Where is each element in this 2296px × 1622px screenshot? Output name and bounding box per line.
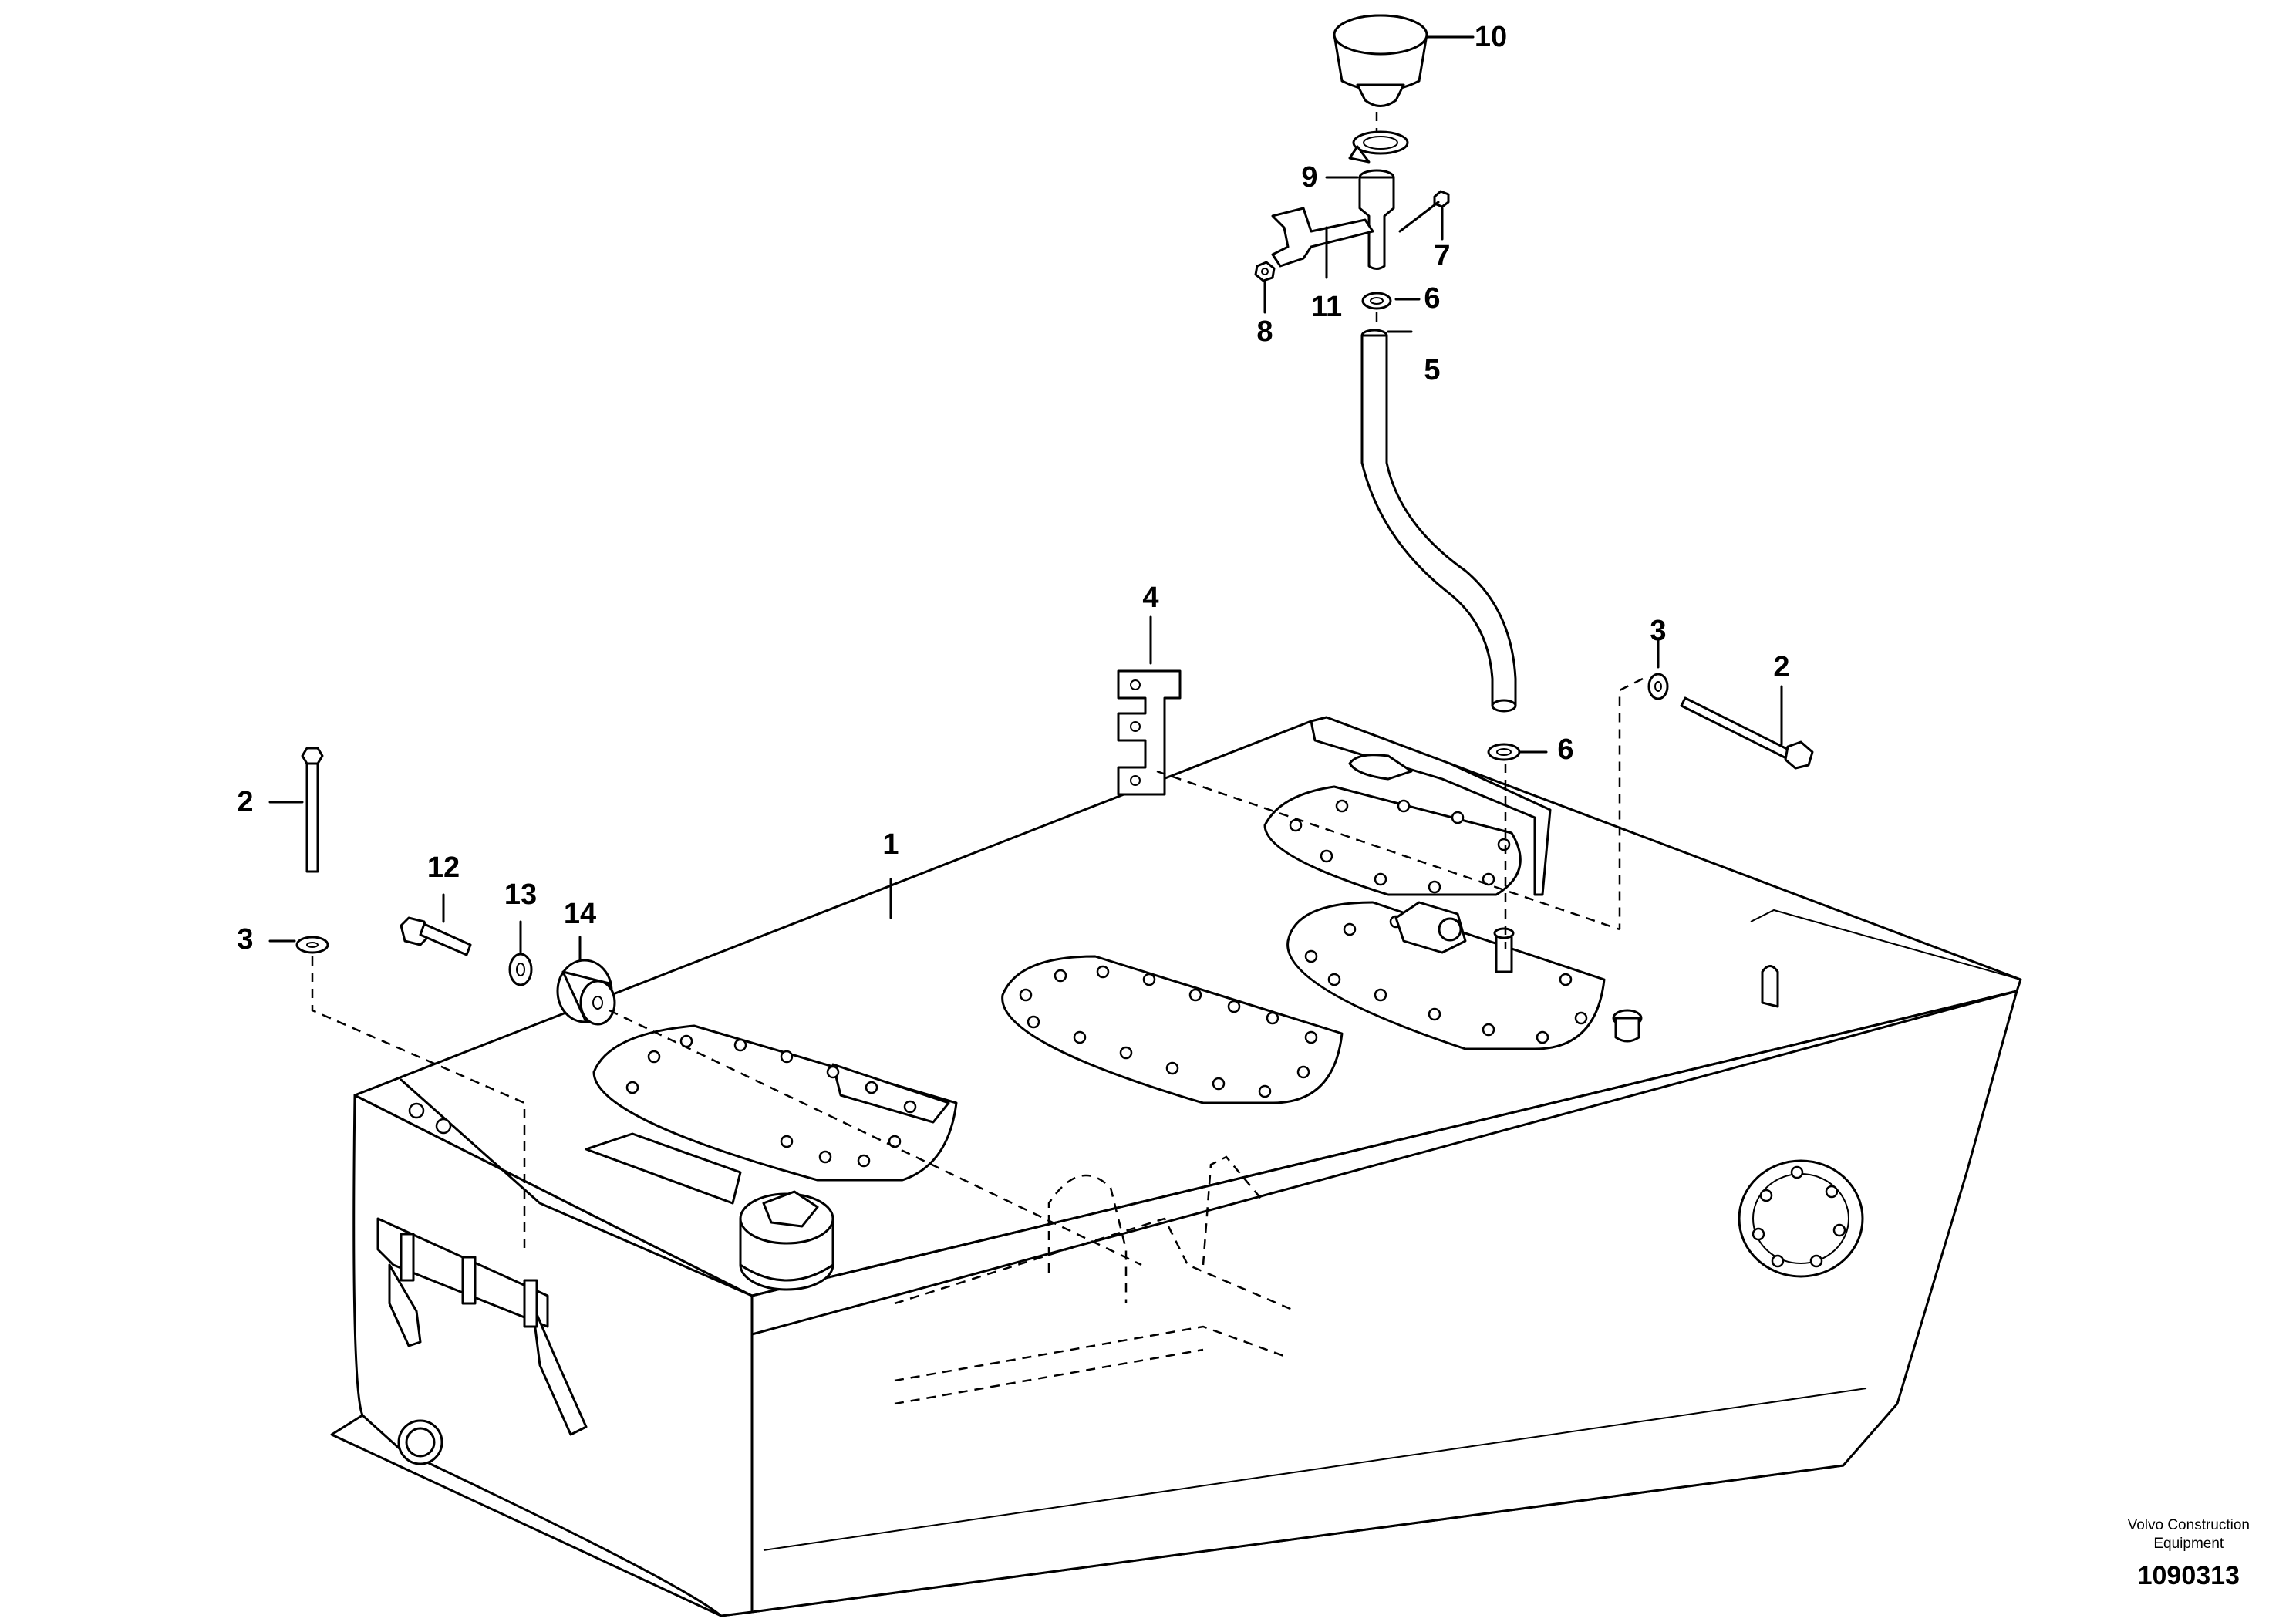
fuel-tank-body <box>330 720 2022 1617</box>
drain-plug <box>397 1419 443 1465</box>
callout-8: 8 <box>1256 315 1273 348</box>
callout-13: 13 <box>504 878 538 911</box>
inspection-cover-rear <box>1286 901 1606 1050</box>
callout-1: 1 <box>882 828 899 861</box>
screw-7 <box>1398 190 1450 233</box>
bolt-left <box>301 747 324 873</box>
hose-clamp <box>1348 130 1409 164</box>
top-plug <box>1612 1009 1643 1043</box>
brand-line-1: Volvo Construction <box>2127 1517 2250 1533</box>
inspection-cover-middle <box>1001 955 1344 1104</box>
washer-right <box>1647 673 1669 700</box>
callout-3-left: 3 <box>237 923 254 956</box>
inspection-cover-rear-top <box>1263 785 1522 896</box>
o-ring-upper <box>1361 292 1392 310</box>
drawing-number: 1090313 <box>2137 1561 2240 1590</box>
callout-12: 12 <box>426 851 460 884</box>
bolt-12 <box>400 916 472 956</box>
callout-11: 11 <box>1310 291 1343 323</box>
rubber-mount-14 <box>556 959 616 1026</box>
brand-line-2: Equipment <box>2153 1536 2224 1552</box>
lifting-eye <box>1761 965 1779 1008</box>
filler-hose <box>1360 329 1517 713</box>
level-sender <box>1394 901 1467 954</box>
hidden-lines <box>894 1155 1296 1405</box>
callout-6-upper: 6 <box>1424 282 1441 315</box>
callout-14: 14 <box>563 898 597 930</box>
callout-5: 5 <box>1424 354 1441 386</box>
breather-port <box>1493 927 1515 973</box>
callout-7: 7 <box>1434 240 1451 272</box>
bolt-right <box>1680 696 1814 770</box>
leader-lines <box>268 35 1783 962</box>
tube-bracket <box>1271 207 1374 268</box>
mounting-bracket <box>1117 669 1182 796</box>
callout-10: 10 <box>1474 21 1508 53</box>
callout-2-left: 2 <box>237 786 254 818</box>
hose-clip-bracket <box>1310 716 1552 896</box>
washer-13 <box>508 953 533 986</box>
side-inspection-port <box>1738 1159 1864 1278</box>
fill-neck <box>739 1190 834 1291</box>
o-ring-lower <box>1487 743 1521 761</box>
callout-4: 4 <box>1142 582 1159 614</box>
callout-6-lower: 6 <box>1557 733 1574 766</box>
callout-3-right: 3 <box>1650 615 1667 647</box>
filler-tube <box>1358 169 1395 270</box>
title-block: Volvo Construction Equipment 1090313 <box>2128 1516 2250 1591</box>
assembly-lines <box>311 112 1644 1266</box>
inspection-cover-front <box>585 1024 958 1205</box>
nut-8 <box>1254 261 1276 282</box>
filler-cap <box>1333 14 1428 107</box>
washer-left <box>295 936 329 954</box>
callout-2-right: 2 <box>1773 651 1790 683</box>
end-bracket <box>376 1102 588 1436</box>
callout-9: 9 <box>1301 161 1318 194</box>
